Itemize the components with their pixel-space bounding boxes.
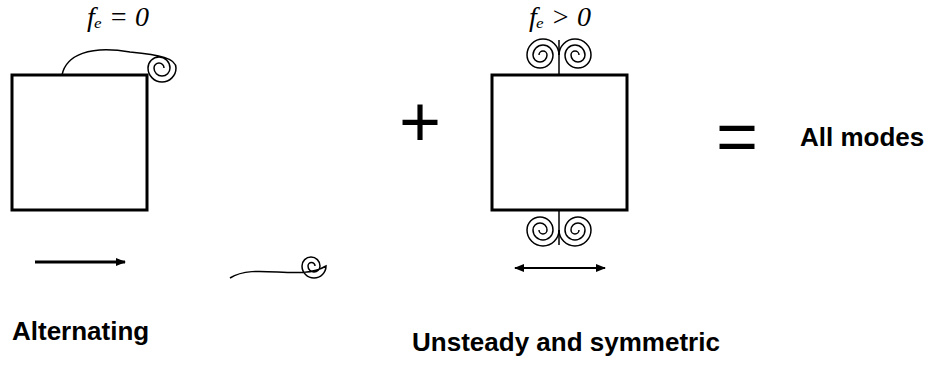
result-label: All modes [800, 123, 924, 152]
condition-label: fₑ = 0 [87, 2, 149, 33]
oscillation-arrow [515, 267, 605, 269]
vortex [230, 257, 326, 278]
plus-sign: + [399, 82, 441, 161]
mode-label: Unsteady and symmetric [412, 328, 720, 357]
vortex [527, 39, 559, 68]
body-square [492, 75, 627, 210]
vortex [559, 217, 591, 246]
equals-sign: = [716, 97, 758, 176]
vortex-stem [558, 210, 560, 245]
vortex [62, 50, 176, 82]
motion-arrow [35, 261, 125, 264]
condition-label: fₑ > 0 [529, 2, 591, 33]
vortex-stem [558, 40, 560, 75]
body-square [12, 75, 147, 210]
vortex [559, 39, 591, 68]
vortex [527, 217, 559, 246]
mode-label: Alternating [12, 317, 149, 346]
